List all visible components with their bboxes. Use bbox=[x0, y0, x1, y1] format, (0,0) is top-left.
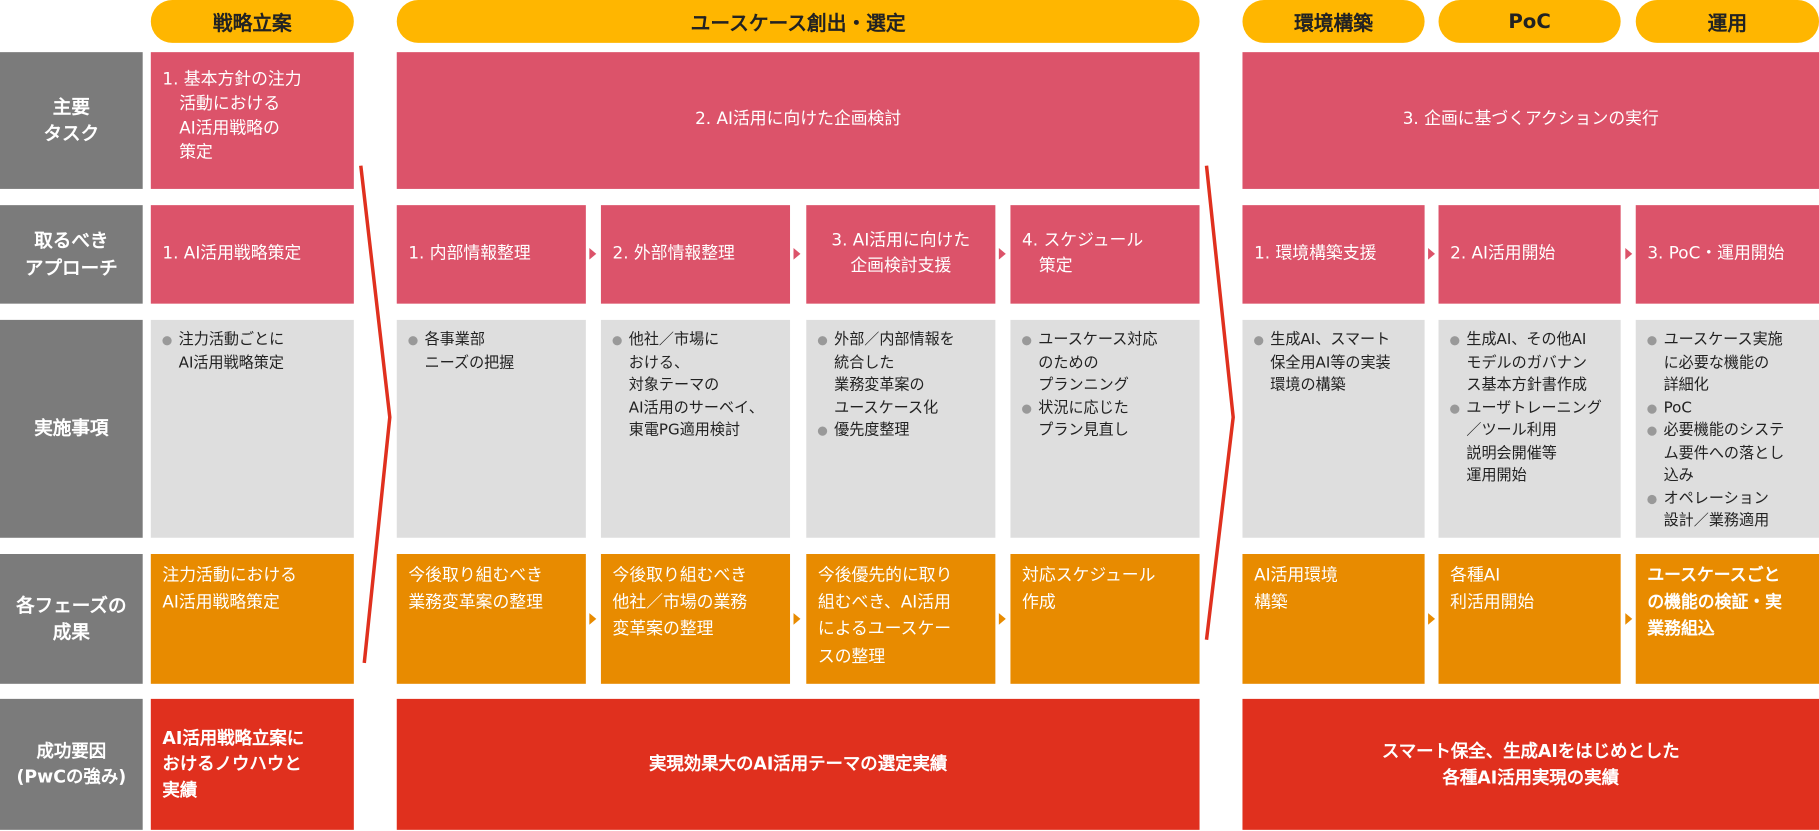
phase-divider-chevron-1 bbox=[359, 165, 392, 664]
activity-item: 必要機能のシステ ム要件への落とし 込み bbox=[1647, 420, 1809, 488]
arrow-right-icon bbox=[1428, 248, 1436, 260]
outcome-strategy: 注力活動における AI活用戦略策定 bbox=[150, 554, 354, 684]
approach-external: 2. 外部情報整理 bbox=[600, 205, 791, 304]
row-label-activities: 実施事項 bbox=[0, 319, 143, 538]
phase-operation: 運用 bbox=[1635, 0, 1819, 43]
phase-usecase: ユースケース創出・選定 bbox=[396, 0, 1200, 43]
activity-item: 状況に応じた プラン見直し bbox=[1022, 397, 1190, 442]
arrow-right-icon bbox=[793, 248, 801, 260]
task-1: 1. 基本方針の注力 活動における AI活用戦略の 策定 bbox=[150, 52, 354, 189]
phase-divider-chevron-2 bbox=[1204, 165, 1235, 640]
row-label-outcomes: 各フェーズの 成果 bbox=[0, 554, 143, 684]
row-label-success: 成功要因 (PwCの強み) bbox=[0, 698, 143, 830]
activity-item: ユースケース実施 に必要な機能の 詳細化 bbox=[1647, 329, 1809, 397]
approach-ai-start: 2. AI活用開始 bbox=[1438, 205, 1621, 304]
task-3: 3. 企画に基づくアクションの実行 bbox=[1242, 52, 1819, 189]
activity-item: 注力活動ごとに AI活用戦略策定 bbox=[162, 329, 344, 374]
phase-strategy: 戦略立案 bbox=[150, 0, 354, 43]
activities-external: 他社／市場に おける、 対象テーマの AI活用のサーベイ、 東電PG適用検討 bbox=[600, 319, 791, 538]
activities-strategy: 注力活動ごとに AI活用戦略策定 bbox=[150, 319, 354, 538]
success-usecase: 実現効果大のAI活用テーマの選定実績 bbox=[396, 698, 1200, 830]
approach-internal: 1. 内部情報整理 bbox=[396, 205, 586, 304]
outcome-schedule: 対応スケジュール 作成 bbox=[1010, 554, 1200, 684]
activity-item: 外部／内部情報を 統合した 業務変革案の ユースケース化 bbox=[817, 329, 986, 419]
activities-internal: 各事業部 ニーズの把握 bbox=[396, 319, 586, 538]
success-implementation: スマート保全、生成AIをはじめとした 各種AI活用実現の実績 bbox=[1242, 698, 1819, 830]
phase-poc: PoC bbox=[1438, 0, 1621, 43]
activity-item: 各事業部 ニーズの把握 bbox=[408, 329, 576, 374]
row-label-tasks: 主要 タスク bbox=[0, 52, 143, 189]
activities-environment: 生成AI、スマート 保全用AI等の実装 環境の構築 bbox=[1242, 319, 1425, 538]
task-2: 2. AI活用に向けた企画検討 bbox=[396, 52, 1200, 189]
outcome-planning: 今後優先的に取り 組むべき、AI活用 によるユースケー スの整理 bbox=[806, 554, 996, 684]
activity-item: 生成AI、その他AI モデルのガバナン ス基本方針書作成 bbox=[1450, 329, 1611, 397]
arrow-right-icon bbox=[998, 248, 1006, 260]
activities-ai-start: 生成AI、その他AI モデルのガバナン ス基本方針書作成ユーザトレーニング ／ツ… bbox=[1438, 319, 1621, 538]
activity-item: 生成AI、スマート 保全用AI等の実装 環境の構築 bbox=[1254, 329, 1415, 397]
approach-poc-operation: 3. PoC・運用開始 bbox=[1635, 205, 1819, 304]
arrow-right-icon bbox=[589, 248, 597, 260]
outcome-environment: AI活用環境 構築 bbox=[1242, 554, 1425, 684]
activity-item: 優先度整理 bbox=[817, 420, 986, 443]
approach-planning: 3. AI活用に向けた 企画検討支援 bbox=[806, 205, 996, 304]
outcome-ai-start: 各種AI 利活用開始 bbox=[1438, 554, 1621, 684]
arrow-right-icon bbox=[1428, 613, 1436, 625]
activity-item: 他社／市場に おける、 対象テーマの AI活用のサーベイ、 東電PG適用検討 bbox=[612, 329, 781, 442]
arrow-right-icon bbox=[1625, 613, 1633, 625]
phase-environment: 環境構築 bbox=[1242, 0, 1425, 43]
activity-item: ユースケース対応 のための プランニング bbox=[1022, 329, 1190, 397]
outcome-poc-operation: ユースケースごと の機能の検証・実 業務組込 bbox=[1635, 554, 1819, 684]
approach-environment: 1. 環境構築支援 bbox=[1242, 205, 1425, 304]
row-label-approach: 取るべき アプローチ bbox=[0, 205, 143, 304]
success-strategy: AI活用戦略立案に おけるノウハウと 実績 bbox=[150, 698, 354, 830]
activities-schedule: ユースケース対応 のための プランニング状況に応じた プラン見直し bbox=[1010, 319, 1200, 538]
approach-schedule: 4. スケジュール 策定 bbox=[1010, 205, 1200, 304]
approach-strategy: 1. AI活用戦略策定 bbox=[150, 205, 354, 304]
activity-item: ユーザトレーニング ／ツール利用 説明会開催等 運用開始 bbox=[1450, 397, 1611, 487]
activity-item: PoC bbox=[1647, 397, 1809, 420]
activities-planning: 外部／内部情報を 統合した 業務変革案の ユースケース化優先度整理 bbox=[806, 319, 996, 538]
arrow-right-icon bbox=[793, 613, 801, 625]
activity-item: オペレーション 設計／業務適用 bbox=[1647, 487, 1809, 532]
outcome-external: 今後取り組むべき 他社／市場の業務 変革案の整理 bbox=[600, 554, 791, 684]
arrow-right-icon bbox=[1625, 248, 1633, 260]
arrow-right-icon bbox=[589, 613, 597, 625]
arrow-right-icon bbox=[998, 613, 1006, 625]
outcome-internal: 今後取り組むべき 業務変革案の整理 bbox=[396, 554, 586, 684]
